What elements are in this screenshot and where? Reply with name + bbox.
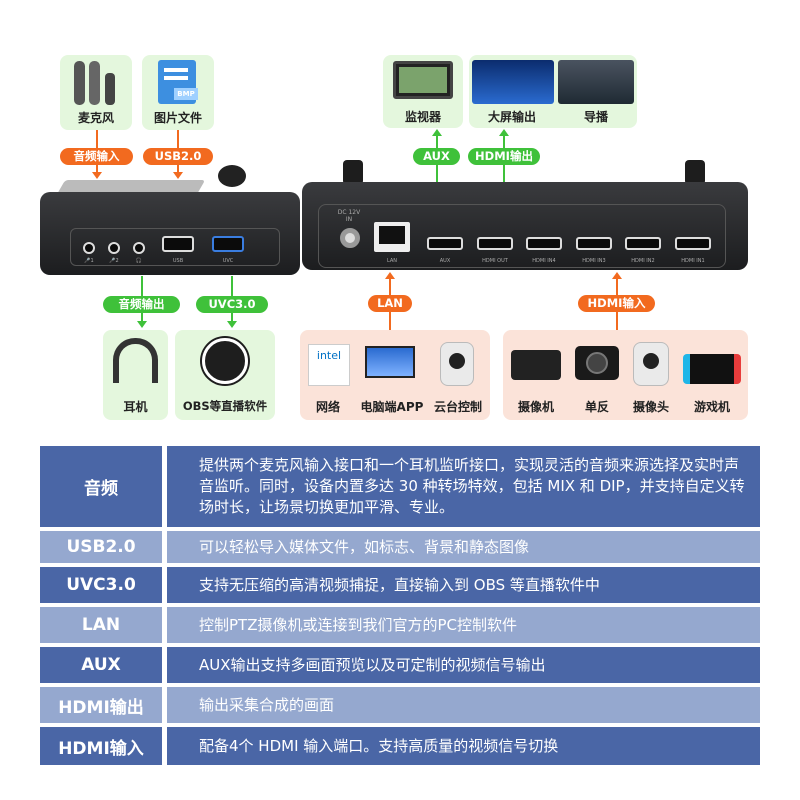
hdmi-in4-port-label: HDMI IN4 [532,258,556,264]
uvc-port-label: UVC [222,258,234,264]
image-file-icon: BMP [158,60,198,104]
mic1-label: 🎤1 [84,258,94,264]
pc-app-label: 电脑端APP [360,400,424,414]
ptz-camera-icon [440,342,474,386]
obs-icon [202,338,248,384]
dc-label: DC 12V IN [337,209,361,223]
knob-right [685,160,705,185]
uvc-pill: UVC3.0 [196,296,268,313]
feature-value: 输出采集合成的画面 [167,687,760,723]
feature-key: 音频 [40,446,167,527]
hdmi-input-pill: HDMI输入 [578,295,655,312]
lan-devices-card: intel 网络 电脑端APP 云台控制 [300,330,490,420]
lan-pill: LAN [368,295,412,312]
feature-value: 提供两个麦克风输入接口和一个耳机监听接口，实现灵活的音频来源选择及实时声音监听。… [167,446,760,527]
mic2-label: 🎤2 [109,258,119,264]
feature-value: 配备4个 HDMI 输入端口。支持高质量的视频信号切换 [167,727,760,765]
feature-value: 控制PTZ摄像机或连接到我们官方的PC控制软件 [167,607,760,643]
webcam-icon [633,342,669,386]
output-card: 大屏输出 导播 [469,55,637,128]
computer-icon [365,346,415,378]
aux-port-label: AUX [439,258,451,264]
feature-key: AUX [40,647,167,683]
audio-input-pill: 音频输入 [60,148,133,165]
camcorder-label: 摄像机 [517,400,554,414]
monitor-icon [393,61,453,99]
image-file-card: BMP 图片文件 [142,55,214,130]
hdmi-out-port-label: HDMI OUT [482,258,508,264]
feature-value: AUX输出支持多画面预览以及可定制的视频信号输出 [167,647,760,683]
hdmi-in2-port [625,237,661,250]
director-label: 导播 [583,110,608,124]
big-screen-icon [472,60,554,104]
hdmi-in4-port [526,237,562,250]
feature-key: UVC3.0 [40,567,167,603]
dc-jack [340,228,360,248]
hdmi-in3-port-label: HDMI IN3 [582,258,606,264]
aux-port [427,237,463,250]
feature-key: LAN [40,607,167,643]
hdmi-in2-port-label: HDMI IN2 [631,258,655,264]
webcam-label: 摄像头 [632,400,669,414]
knob [218,165,246,187]
monitor-card: 监视器 [383,55,463,128]
usb-port [162,236,194,252]
table-row: 音频提供两个麦克风输入接口和一个耳机监听接口，实现灵活的音频来源选择及实时声音监… [40,446,760,527]
director-room-icon [558,60,634,104]
left-device: 🎤1 🎤2 🎧 USB UVC [40,192,300,275]
mic1-jack [83,242,95,254]
obs-label: OBS等直播软件 [182,399,268,413]
hdmi-in3-port [576,237,612,250]
headphone-port-label: 🎧 [135,258,143,264]
mic2-jack [108,242,120,254]
big-screen-label: 大屏输出 [487,110,536,124]
knob-left [343,160,363,185]
game-console-icon [683,354,741,384]
lan-port-label: LAN [386,258,398,264]
hdmi-out-port [477,237,513,250]
ptz-label: 云台控制 [433,400,482,414]
table-row: HDMI输出输出采集合成的画面 [40,687,760,723]
feature-key: HDMI输出 [40,687,167,723]
headphones-label: 耳机 [123,400,148,414]
headphones-icon [113,338,158,383]
camcorder-icon [511,350,561,380]
uvc-port [212,236,244,252]
console-label: 游戏机 [693,400,730,414]
image-file-label: 图片文件 [153,111,202,125]
intel-logo-icon: intel [308,344,350,386]
network-label: 网络 [315,400,340,414]
feature-value: 支持无压缩的高清视频捕捉，直接输入到 OBS 等直播软件中 [167,567,760,603]
hdmi-out-pill: HDMI输出 [468,148,540,165]
microphone-icon [72,61,118,107]
dslr-icon [575,346,619,380]
aux-pill: AUX [413,148,460,165]
right-device: DC 12V IN LAN AUX HDMI OUT HDMI IN4 HDMI… [302,182,748,270]
usb-port-label: USB [172,258,184,264]
hdmi-sources-card: 摄像机 单反 摄像头 游戏机 [503,330,748,420]
dslr-label: 单反 [584,400,609,414]
feature-key: USB2.0 [40,531,167,563]
obs-card: OBS等直播软件 [175,330,275,420]
audio-output-pill: 音频输出 [103,296,180,313]
microphone-card: 麦克风 [60,55,132,130]
monitor-label: 监视器 [404,110,441,124]
lan-port [374,222,410,252]
headphone-jack [133,242,145,254]
headphones-card: 耳机 [103,330,168,420]
hdmi-in1-port [675,237,711,250]
hdmi-in1-port-label: HDMI IN1 [681,258,705,264]
features-table: 音频提供两个麦克风输入接口和一个耳机监听接口，实现灵活的音频来源选择及实时声音监… [40,442,760,769]
usb-pill: USB2.0 [143,148,213,165]
feature-value: 可以轻松导入媒体文件，如标志、背景和静态图像 [167,531,760,563]
table-row: HDMI输入配备4个 HDMI 输入端口。支持高质量的视频信号切换 [40,727,760,765]
feature-key: HDMI输入 [40,727,167,765]
microphone-label: 麦克风 [77,111,114,125]
